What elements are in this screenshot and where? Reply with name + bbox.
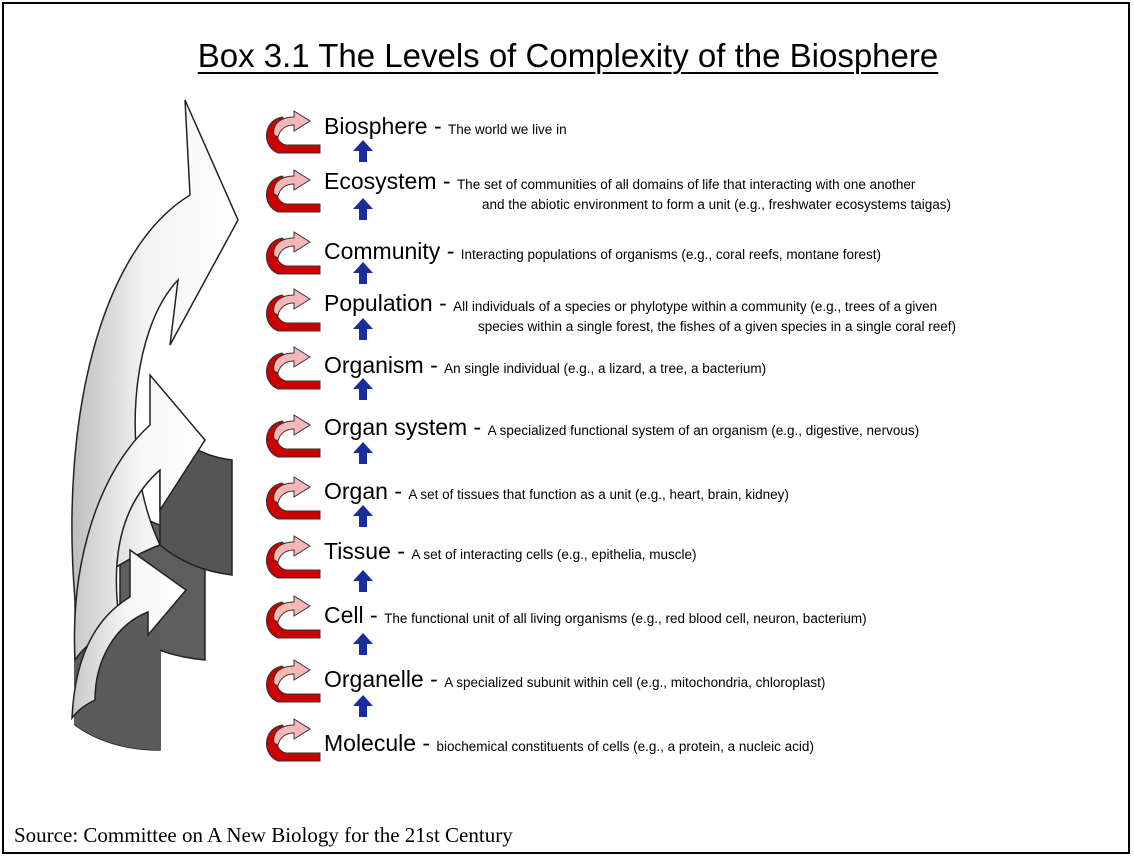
level-separator: - [423,352,445,378]
level-description: A specialized subunit within cell (e.g.,… [444,675,826,690]
curved-arrow-icon [266,414,321,458]
curved-arrow-icon [266,718,321,762]
up-arrow-icon [353,570,373,592]
level-separator: - [436,168,457,194]
up-arrow-icon [353,505,373,527]
level-tissue: Tissue - A set of interacting cells (e.g… [324,538,696,565]
level-cell: Cell - The functional unit of all living… [324,602,867,629]
level-name: Population [324,290,433,316]
level-description-continued: species within a single forest, the fish… [478,319,956,334]
level-name: Ecosystem [324,168,437,194]
level-ecosystem: Ecosystem - The set of communities of al… [324,168,951,212]
curved-arrow-icon [266,476,321,520]
level-description: The world we live in [448,122,567,137]
level-separator: - [427,113,449,139]
level-molecule: Molecule - biochemical constituents of c… [324,730,814,757]
large-curved-arrows [71,99,239,721]
curved-arrow-icon [266,346,321,390]
figure-title: Box 3.1 The Levels of Complexity of the … [197,37,939,74]
level-separator: - [416,730,437,756]
level-description: A specialized functional system of an or… [487,423,920,438]
level-name: Organelle [324,666,424,692]
level-description: The set of communities of all domains of… [456,177,916,192]
level-name: Organism [324,352,424,378]
level-description: All individuals of a species or phylotyp… [453,299,938,314]
curved-arrow-icon [266,595,321,639]
level-separator: - [387,478,409,504]
level-organism: Organism - An single individual (e.g., a… [324,352,766,379]
level-separator: - [363,602,385,628]
level-separator: - [467,414,488,440]
level-name: Tissue [324,538,391,564]
level-organelle: Organelle - A specialized subunit within… [324,666,825,693]
up-arrows [353,140,373,717]
up-arrow-icon [353,633,373,655]
curved-arrow-icon [266,659,321,703]
level-description-continued: and the abiotic environment to form a un… [482,197,951,212]
level-name: Organ [324,478,388,504]
level-description: A set of interacting cells (e.g., epithe… [411,547,697,562]
curl-arrows [266,110,321,762]
level-description: Interacting populations of organisms (e.… [460,247,881,262]
level-organ: Organ - A set of tissues that function a… [324,478,789,505]
level-name: Cell [324,602,364,628]
level-population: Population - All individuals of a specie… [324,290,956,334]
up-arrow-icon [353,318,373,340]
curved-arrow-icon [266,110,321,154]
level-description: An single individual (e.g., a lizard, a … [444,361,767,376]
curved-arrow-icon [266,169,321,213]
up-arrow-icon [353,198,373,220]
level-description: The functional unit of all living organi… [384,611,867,626]
curved-arrow-icon [266,288,321,332]
level-description: biochemical constituents of cells (e.g.,… [436,739,814,754]
level-name: Molecule [324,730,417,756]
level-name: Biosphere [324,113,428,139]
curved-arrow-icon [266,535,321,579]
level-name: Community [324,238,441,264]
up-arrow-icon [353,262,373,284]
source-caption: Source: Committee on A New Biology for t… [14,823,513,847]
level-community: Community - Interacting populations of o… [324,238,881,265]
level-separator: - [440,238,461,264]
up-arrow-icon [353,442,373,464]
level-separator: - [390,538,412,564]
level-name: Organ system [324,414,468,440]
level-separator: - [432,290,454,316]
level-description: A set of tissues that function as a unit… [408,487,789,502]
up-arrow-icon [353,140,373,162]
up-arrow-icon [353,378,373,400]
curved-arrow-icon [266,231,321,275]
level-biosphere: Biosphere - The world we live in [324,113,567,140]
level-separator: - [423,666,445,692]
up-arrow-icon [353,695,373,717]
large-arrow-3 [71,548,188,721]
level-organ-system: Organ system - A specialized functional … [324,414,919,441]
